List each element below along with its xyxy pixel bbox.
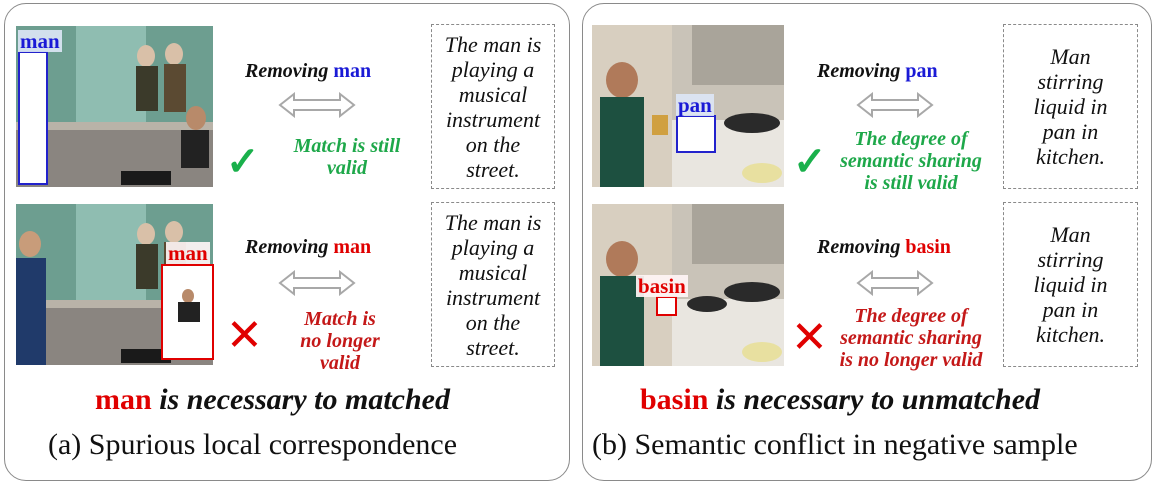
caption-box-bottom-b: Man stirring liquid in pan in kitchen. [1003, 202, 1138, 367]
cross-icon: ✕ [791, 313, 828, 362]
caption-text: Man stirring liquid in pan in kitchen. [1033, 44, 1108, 169]
caption-text: The man is playing a musical instrument … [444, 31, 542, 182]
caption-text: The man is playing a musical instrument … [444, 209, 542, 360]
verdict-invalid-a: Match is no longer valid [300, 308, 380, 374]
conclusion-b: basin is necessary to unmatched [640, 383, 1040, 417]
object-tag-man-top: man [18, 29, 62, 53]
verdict-valid-b: The degree of semantic sharing is still … [840, 128, 982, 194]
double-arrow-icon [856, 92, 934, 118]
double-arrow-icon [278, 92, 356, 118]
removing-prefix: Removing [245, 236, 329, 258]
object-tag-basin: basin [636, 274, 688, 298]
checkmark-icon: ✓ [226, 139, 260, 184]
removing-label-bottom-a: Removing man [245, 236, 371, 259]
removing-object: pan [905, 60, 938, 82]
cross-icon: ✕ [226, 311, 263, 360]
removing-label-top-b: Removing pan [817, 60, 938, 83]
object-tag-pan: pan [676, 93, 714, 117]
removing-label-top-a: Removing man [245, 60, 371, 83]
street-photo-top [16, 26, 213, 187]
checkmark-icon: ✓ [793, 139, 827, 184]
verdict-valid-a: Match is still valid [293, 135, 401, 179]
subcaption-b: (b) Semantic conflict in negative sample [592, 428, 1078, 461]
kitchen-photo-bottom [592, 204, 784, 366]
caption-box-top-a: The man is playing a musical instrument … [431, 24, 555, 189]
caption-box-bottom-a: The man is playing a musical instrument … [431, 202, 555, 367]
caption-box-top-b: Man stirring liquid in pan in kitchen. [1003, 24, 1138, 189]
conclusion-text: is necessary to matched [159, 383, 450, 416]
removing-prefix: Removing [817, 60, 901, 82]
man-crop-thumbnail [168, 288, 204, 322]
verdict-invalid-b: The degree of semantic sharing is no lon… [839, 305, 983, 371]
object-tag-man-bottom: man [166, 241, 210, 265]
conclusion-keyword: basin [640, 383, 709, 416]
removing-prefix: Removing [245, 60, 329, 82]
bounding-box-man-top [18, 51, 48, 185]
removing-label-bottom-b: Removing basin [817, 236, 951, 259]
removing-object: basin [905, 236, 951, 258]
conclusion-text: is necessary to unmatched [715, 383, 1041, 416]
bounding-box-pan [676, 115, 716, 153]
conclusion-a: man is necessary to matched [95, 383, 450, 417]
double-arrow-icon [856, 270, 934, 296]
removing-object: man [333, 60, 372, 82]
bounding-box-basin [656, 296, 677, 316]
caption-text: Man stirring liquid in pan in kitchen. [1033, 222, 1108, 347]
double-arrow-icon [278, 270, 356, 296]
subcaption-a: (a) Spurious local correspondence [48, 428, 458, 461]
removing-object: man [333, 236, 372, 258]
conclusion-keyword: man [95, 383, 152, 416]
removing-prefix: Removing [817, 236, 901, 258]
